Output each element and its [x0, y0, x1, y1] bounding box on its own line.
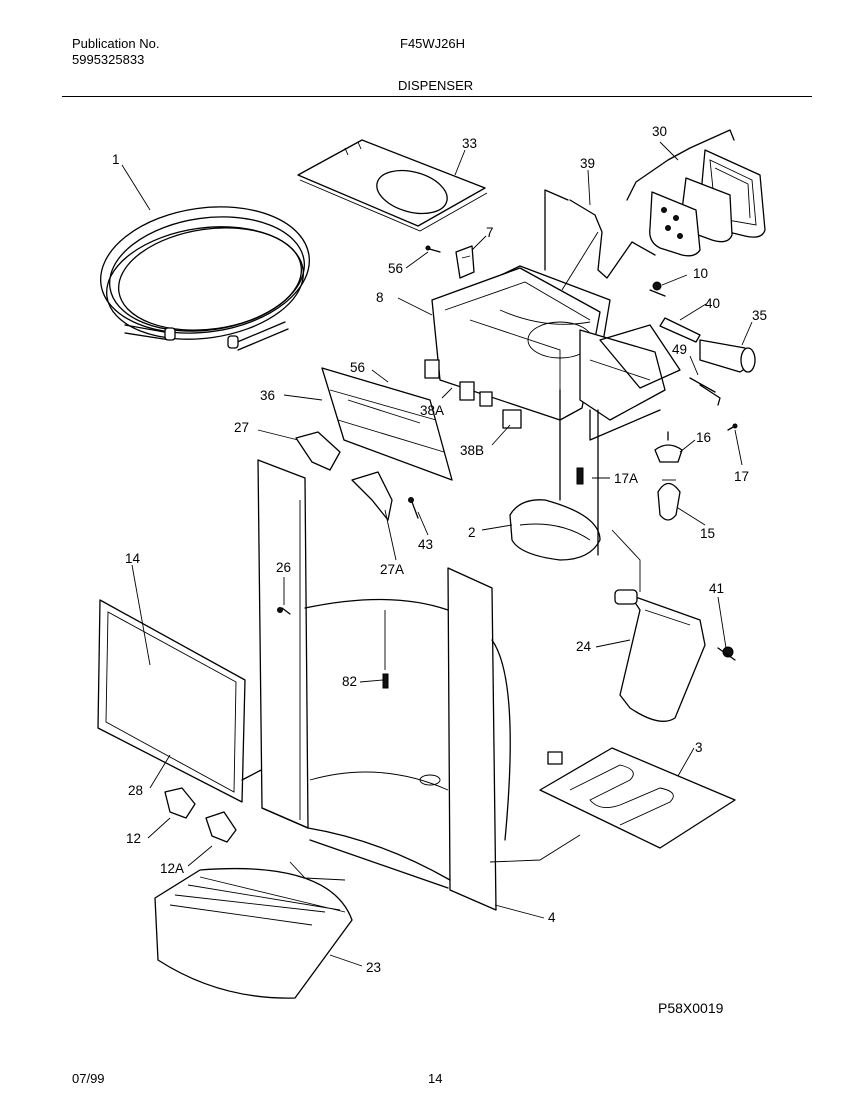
part-1-tubing-coil [100, 206, 310, 351]
callout-17a: 17A [614, 471, 638, 486]
part-41-connector [717, 646, 736, 661]
part-23-drip-tray [154, 867, 353, 999]
page-number: 14 [428, 1071, 443, 1086]
publication-number: 5995325833 [72, 52, 145, 67]
footer-date: 07/99 [72, 1071, 105, 1086]
callout-56-lower: 56 [350, 360, 365, 375]
part-7-clip [455, 245, 475, 279]
part-33-cover-plate [297, 139, 488, 232]
callout-35: 35 [752, 308, 767, 323]
part-27a-bracket [351, 471, 393, 521]
part-17a-screw [576, 467, 584, 485]
part-26-screw [277, 607, 291, 615]
part-35-solenoid [699, 339, 756, 373]
callout-16: 16 [696, 430, 711, 445]
callout-14: 14 [125, 551, 141, 566]
part-2-funnel [509, 499, 601, 561]
callout-33: 33 [462, 136, 477, 151]
part-10-connector [649, 281, 666, 297]
part-82-screw [382, 673, 389, 689]
part-43-screw [408, 497, 419, 519]
callout-49: 49 [672, 342, 687, 357]
callout-12: 12 [126, 831, 141, 846]
callout-15: 15 [700, 526, 715, 541]
callout-39: 39 [580, 156, 595, 171]
callout-38a: 38A [420, 403, 444, 418]
part-8-dispenser-housing [424, 265, 681, 441]
part-30-fill-tube-assembly [649, 149, 766, 257]
part-24-chute [614, 589, 706, 722]
callout-41: 41 [709, 581, 724, 596]
callout-12a: 12A [160, 861, 184, 876]
callout-4: 4 [548, 910, 556, 925]
main-housing-frame [257, 459, 511, 911]
leader-lines [121, 141, 753, 967]
part-40-bracket [659, 317, 701, 343]
callout-2: 2 [468, 525, 476, 540]
callout-56-upper: 56 [388, 261, 403, 276]
part-49-spring [689, 377, 721, 406]
part-39-wire [569, 199, 656, 279]
callout-40: 40 [705, 296, 720, 311]
callout-23: 23 [366, 960, 381, 975]
header-rule [62, 96, 812, 97]
callout-8: 8 [376, 290, 384, 305]
callout-17: 17 [734, 469, 749, 484]
callout-30: 30 [652, 124, 667, 139]
chute-column [559, 389, 599, 556]
callout-7: 7 [486, 225, 494, 240]
part-12a-clip [205, 811, 237, 843]
callout-28: 28 [128, 783, 143, 798]
part-36-panel-plate [321, 367, 453, 481]
callout-26: 26 [276, 560, 291, 575]
callout-3: 3 [695, 740, 703, 755]
callout-36: 36 [260, 388, 275, 403]
model-number: F45WJ26H [400, 36, 466, 51]
callout-27: 27 [234, 420, 249, 435]
publication-label: Publication No. [72, 36, 160, 51]
callout-82: 82 [342, 674, 357, 689]
part-17-screw [727, 423, 738, 431]
part-39-bracket [544, 189, 569, 271]
callout-27a: 27A [380, 562, 404, 577]
section-title: DISPENSER [398, 78, 474, 93]
part-27-clip [295, 431, 341, 471]
part-15-bulb [657, 479, 681, 521]
part-14-door-panel [97, 599, 246, 803]
callout-43: 43 [418, 537, 433, 552]
part-12-clip [164, 787, 196, 819]
diagram-code: P58X0019 [658, 1000, 724, 1016]
part-16-holder [654, 431, 683, 463]
callout-38b: 38B [460, 443, 484, 458]
callout-1: 1 [112, 152, 120, 167]
part-3-heater-plate [539, 747, 736, 849]
callout-24: 24 [576, 639, 592, 654]
part-30-bracket-line [626, 129, 735, 201]
callout-10: 10 [693, 266, 708, 281]
